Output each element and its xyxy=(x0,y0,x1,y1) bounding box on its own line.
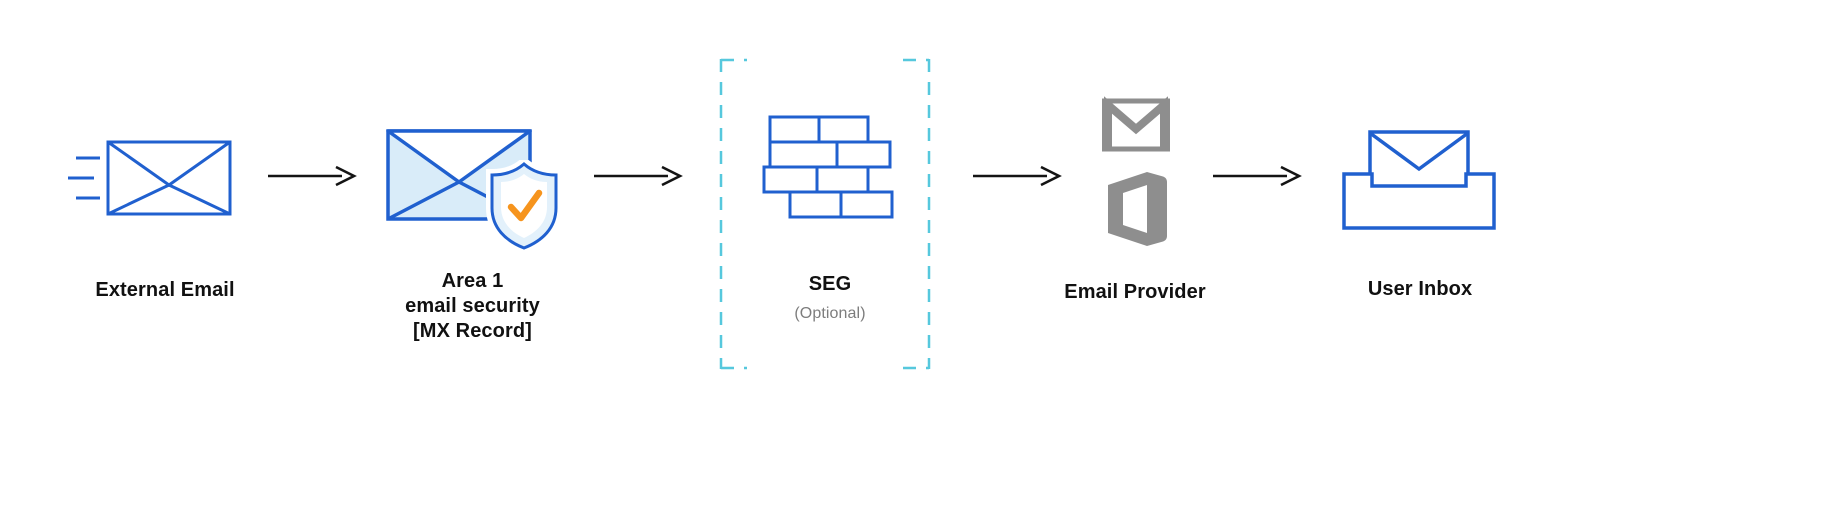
arrow-right-icon xyxy=(594,165,683,187)
label-external-email: External Email xyxy=(95,279,235,301)
label-email-provider: Email Provider xyxy=(1064,281,1206,303)
incoming-envelope-icon xyxy=(68,140,232,216)
label-seg: SEG (Optional) xyxy=(745,272,915,326)
label-area1: Area 1 email security [MX Record] xyxy=(380,269,565,344)
node-seg xyxy=(762,115,896,226)
arrow-right-icon xyxy=(973,165,1062,187)
label-seg-text: SEG xyxy=(808,273,852,295)
optional-dashed-bracket xyxy=(719,58,931,370)
arrow-right-icon xyxy=(1213,165,1302,187)
office-icon xyxy=(1108,172,1167,246)
envelope-icon xyxy=(386,129,532,221)
label-area1-line3: [MX Record] xyxy=(413,320,532,342)
label-area1-line2: email security xyxy=(405,295,540,317)
label-area1-line1: Area 1 xyxy=(441,270,504,292)
label-user-inbox: User Inbox xyxy=(1367,278,1473,300)
inbox-tray-envelope-icon xyxy=(1342,130,1496,230)
firewall-bricks-icon xyxy=(762,115,894,219)
node-external-email xyxy=(66,138,234,223)
arrow-right-icon xyxy=(268,165,357,187)
label-seg-optional: (Optional) xyxy=(794,305,866,322)
gmail-icon xyxy=(1102,96,1170,152)
shield-check-icon xyxy=(486,156,562,257)
node-email-provider xyxy=(1100,96,1172,159)
shield-check-icon-svg xyxy=(486,156,562,255)
node-user-inbox xyxy=(1340,128,1498,237)
office-icon-wrap xyxy=(1102,170,1172,253)
node-area1-email-security xyxy=(386,129,532,226)
